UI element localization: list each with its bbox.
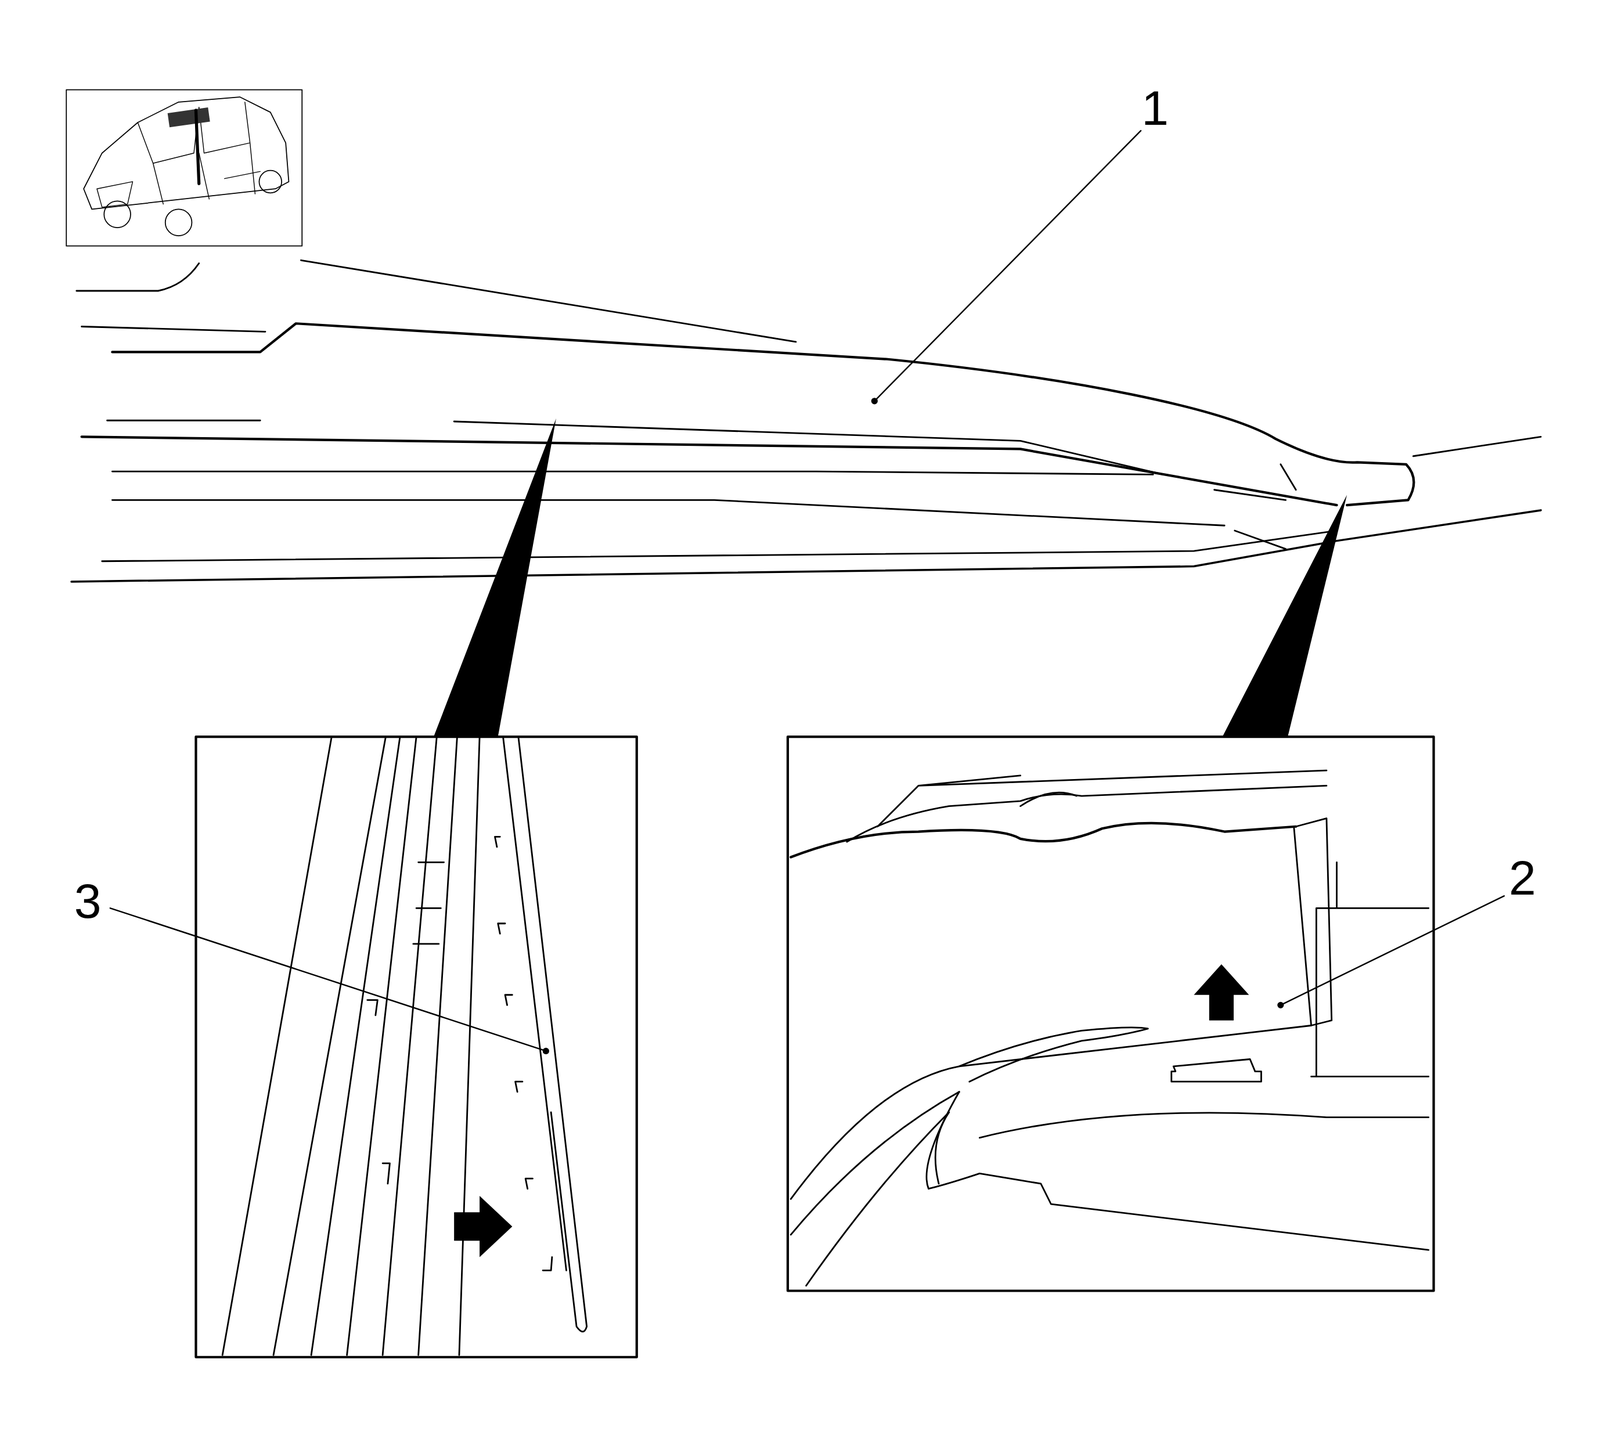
- callout-number: 2: [1508, 850, 1537, 906]
- detail-view-left: [195, 736, 637, 1358]
- callout-label: 1: [1141, 83, 1169, 133]
- detail-pointer: [1222, 495, 1347, 738]
- callout-label: 3: [74, 876, 102, 926]
- detail-view-right: [787, 736, 1434, 1291]
- leader-line: [110, 130, 1505, 1054]
- detail-pointer: [433, 418, 557, 737]
- roof-rail-drawing: [71, 260, 1541, 582]
- callout-number: 1: [1141, 80, 1169, 136]
- callout-label: 2: [1508, 853, 1537, 903]
- direction-arrow: [1193, 964, 1249, 1021]
- direction-arrow: [453, 1195, 513, 1257]
- locator-thumbnail: [66, 89, 302, 247]
- callout-number: 3: [74, 873, 102, 929]
